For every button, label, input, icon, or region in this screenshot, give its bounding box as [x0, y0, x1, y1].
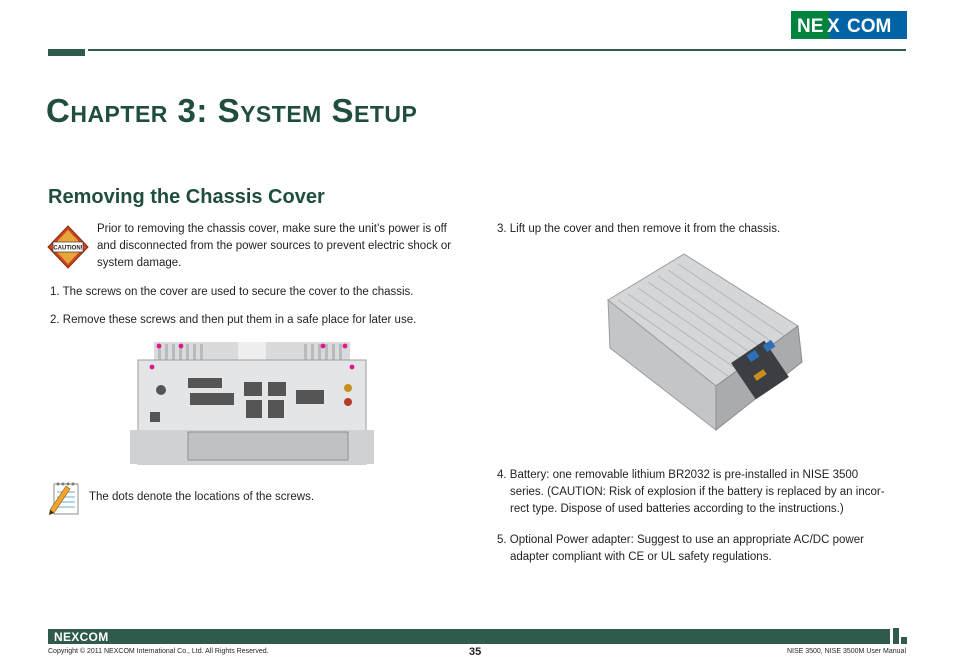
header-rule-accent: [48, 49, 85, 56]
footer-squares-icon: [893, 628, 907, 644]
step-3: 3. Lift up the cover and then remove it …: [497, 223, 781, 235]
step-1: 1. The screws on the cover are used to s…: [50, 286, 414, 298]
chassis-cover-photo: [607, 253, 803, 432]
logo-text-com: COM: [847, 16, 891, 37]
step-4-line-3: rect type. Dispose of used batteries acc…: [510, 503, 844, 515]
footer-manual-name: NISE 3500, NISE 3500M User Manual: [786, 648, 906, 655]
chapter-title: Chapter 3: System Setup: [46, 92, 418, 129]
caution-icon-label: CAUTION!: [53, 246, 82, 252]
caution-sign-icon: CAUTION!: [47, 225, 89, 269]
section-heading: Removing the Chassis Cover: [48, 186, 325, 208]
footer-logo: NEXCOM: [54, 630, 109, 644]
note-text: The dots denote the locations of the scr…: [89, 491, 315, 503]
step-4-line-2: series. (CAUTION: Risk of explosion if t…: [510, 486, 885, 498]
footer-logo-com: COM: [79, 630, 109, 644]
header-rule: [88, 49, 906, 51]
step-5: 5. Optional Power adapter: Suggest to us…: [497, 532, 909, 566]
caution-text: Prior to removing the chassis cover, mak…: [97, 223, 452, 269]
rear-panel-photo: [128, 340, 376, 468]
step-4: 4. Battery: one removable lithium BR2032…: [497, 467, 909, 518]
logo-text-x: X: [827, 16, 840, 37]
footer-logo-x: X: [71, 630, 80, 644]
step-2: 2. Remove these screws and then put them…: [50, 314, 417, 326]
note-pad-icon: [49, 482, 79, 515]
page-number: 35: [469, 646, 482, 658]
nexcom-logo: NE X COM: [791, 11, 907, 39]
step-4-line-1: 4. Battery: one removable lithium BR2032…: [497, 469, 859, 481]
footer-copyright: Copyright © 2011 NEXCOM International Co…: [48, 648, 269, 655]
footer-logo-ne: NE: [54, 630, 72, 644]
step-5-line-1: 5. Optional Power adapter: Suggest to us…: [497, 534, 864, 546]
footer-bar: [48, 629, 890, 644]
step-5-line-2: adapter compliant with CE or UL safety r…: [510, 551, 772, 563]
logo-text-ne: NE: [797, 16, 823, 37]
